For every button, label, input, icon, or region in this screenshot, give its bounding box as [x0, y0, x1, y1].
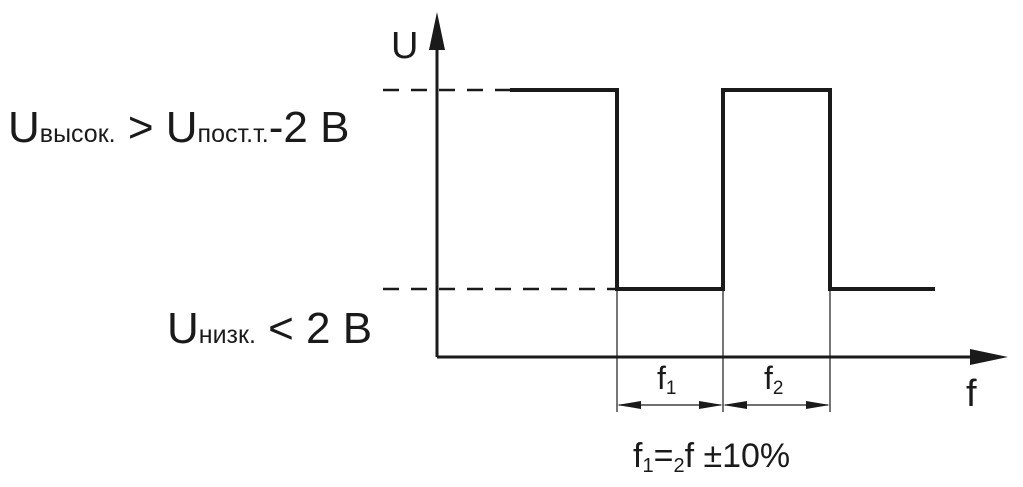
interval-f2-sub: 2 — [773, 378, 784, 399]
interval-f1-main: f — [657, 360, 666, 396]
y-axis-arrow-icon — [429, 12, 445, 50]
arrow-left-f1-icon — [617, 401, 641, 409]
x-axis-label: f — [966, 373, 977, 415]
dimension-line — [617, 401, 830, 409]
x-axis-arrow-icon — [970, 349, 1008, 365]
frequency-formula: f1=2f ±10% — [633, 437, 790, 477]
arrow-left-f2-icon — [723, 401, 747, 409]
high-level-sub2: пост.т. — [198, 120, 269, 148]
interval-f1-label: f1 — [657, 360, 676, 399]
formula-tail: f ±10% — [685, 437, 791, 475]
extension-lines — [616, 289, 831, 412]
axes — [435, 42, 990, 359]
low-level-label: Uнизк. < 2 В — [167, 304, 372, 353]
formula-sub2: 2 — [673, 455, 684, 477]
arrow-right-f2-icon — [806, 401, 830, 409]
interval-f2-label: f2 — [764, 360, 783, 399]
low-level-main: U — [167, 304, 199, 353]
high-level-tail: -2 В — [269, 103, 350, 152]
high-level-label: Uвысок. > Uпост.т.-2 В — [8, 103, 349, 152]
reference-lines — [383, 88, 615, 291]
square-wave-signal — [510, 88, 935, 291]
formula-eq: = — [654, 437, 674, 475]
interval-f2-main: f — [764, 360, 773, 396]
interval-f1-sub: 1 — [666, 378, 677, 399]
high-level-sub1: высок. — [40, 120, 116, 148]
low-level-sub1: низк. — [199, 321, 256, 349]
low-level-tail: < 2 В — [256, 304, 372, 353]
arrow-right-f1-icon — [699, 401, 723, 409]
formula-f: f — [633, 437, 643, 475]
high-level-mid: > U — [116, 103, 198, 152]
y-axis-label: U — [391, 25, 418, 67]
high-level-main: U — [8, 103, 40, 152]
formula-sub1: 1 — [642, 455, 653, 477]
